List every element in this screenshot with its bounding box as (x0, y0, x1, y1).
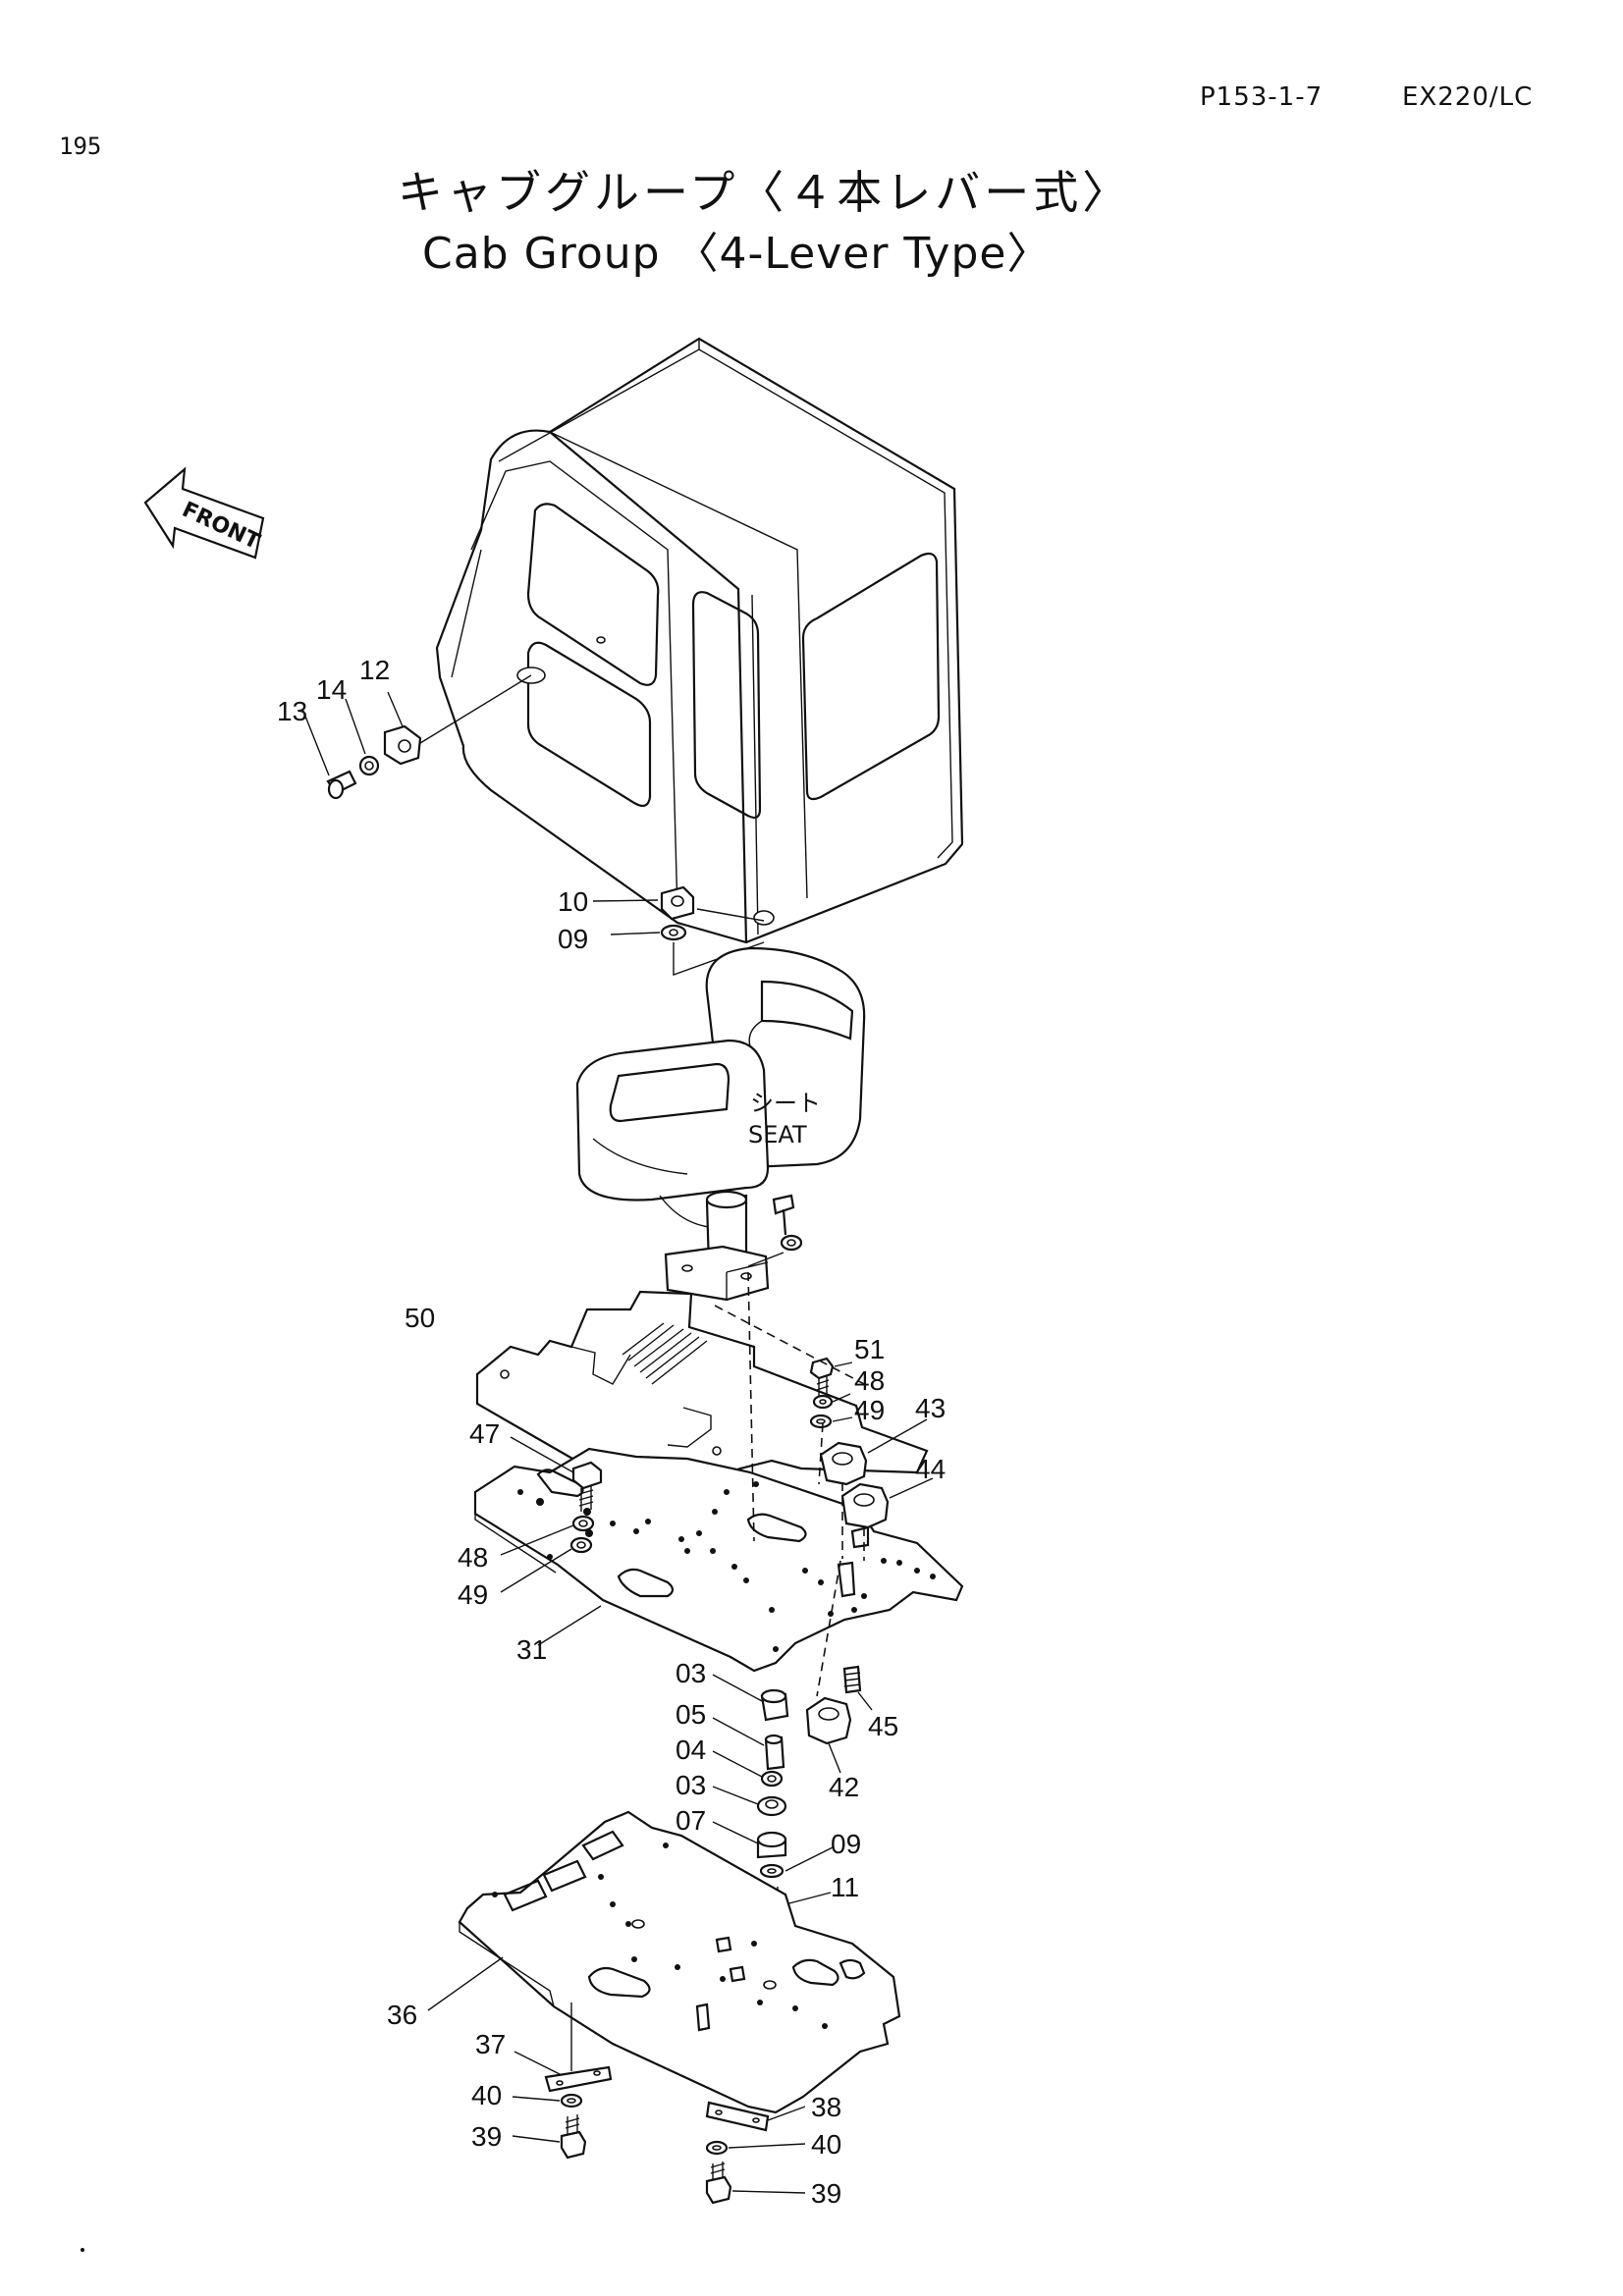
operator-seat (575, 946, 866, 1302)
callout-43: 43 (915, 1393, 946, 1423)
plug-45 (842, 1665, 862, 1694)
model-number: EX220/LC (1402, 82, 1534, 112)
cab-nut-and-washer (660, 885, 765, 976)
callout-07: 07 (676, 1805, 706, 1836)
callout-10: 10 (558, 886, 588, 917)
callout-45: 45 (868, 1711, 898, 1741)
callout-36: 36 (387, 2000, 417, 2030)
callout-48-lower: 48 (458, 1542, 488, 1573)
callout-49-lower: 49 (458, 1579, 488, 1610)
cab-body (435, 337, 964, 944)
strip-38 (705, 2101, 770, 2132)
title-english: Cab Group 〈4-Lever Type〉 (422, 229, 1052, 279)
callout-05: 05 (676, 1699, 706, 1730)
page-number: 195 (59, 133, 102, 160)
bolt-39-right (705, 2140, 732, 2205)
page-code: P153-1-7 (1200, 82, 1324, 112)
callout-09-upper: 09 (558, 924, 588, 954)
base-plate (458, 1810, 901, 2114)
callout-44: 44 (915, 1454, 946, 1484)
callout-38: 38 (811, 2092, 841, 2122)
callout-49-upper: 49 (854, 1395, 885, 1425)
callout-04: 04 (676, 1735, 706, 1765)
callout-40-left: 40 (471, 2080, 502, 2110)
callout-42: 42 (829, 1772, 859, 1802)
callout-12: 12 (359, 655, 390, 685)
rubber-mount-42 (805, 1696, 852, 1745)
callout-11: 11 (831, 1872, 859, 1902)
title-japanese: キャブグループ〈４本レバー式〉 (398, 166, 1132, 219)
callout-31: 31 (516, 1634, 547, 1665)
callout-39-left: 39 (471, 2121, 502, 2152)
callout-51: 51 (854, 1334, 885, 1364)
callout-03-lower: 03 (676, 1770, 706, 1800)
callout-47: 47 (469, 1418, 500, 1449)
floor-plate (473, 1447, 964, 1673)
callout-39-right: 39 (811, 2178, 841, 2209)
door-bracket-hardware (326, 674, 532, 800)
callout-50: 50 (405, 1303, 435, 1333)
callout-14: 14 (316, 674, 347, 705)
seat-label-english: SEAT (748, 1121, 807, 1148)
rubber-mount-44 (840, 1482, 890, 1529)
callout-48-upper: 48 (854, 1365, 885, 1396)
front-arrow-icon: FRONT (143, 466, 265, 560)
callout-03-upper: 03 (676, 1658, 706, 1688)
rubber-mount-43 (819, 1441, 868, 1486)
seat-label-japanese: シート (750, 1090, 821, 1117)
strip-37 (544, 2065, 613, 2093)
callout-13: 13 (277, 696, 307, 726)
plate-bolt-47 (569, 1461, 603, 1554)
bolt-39-left (560, 2093, 587, 2160)
callout-37: 37 (475, 2029, 506, 2059)
callout-40-right: 40 (811, 2129, 841, 2160)
callout-09-lower: 09 (831, 1829, 861, 1859)
mat-bolt-51 (809, 1357, 835, 1429)
